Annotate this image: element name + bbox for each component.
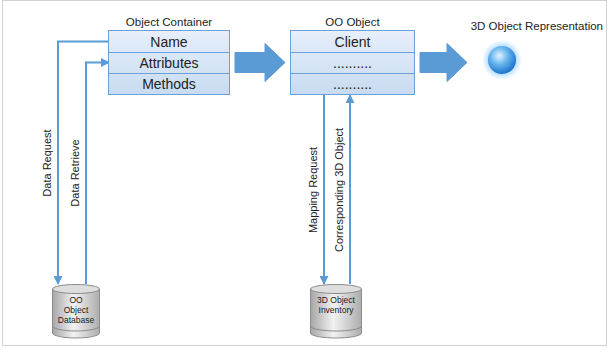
flow-arrow — [349, 95, 351, 284]
field-label: Client — [335, 34, 371, 50]
box-heading: OO Object — [325, 16, 379, 28]
sphere-body — [488, 46, 516, 74]
database-label: OO Object Database — [58, 295, 94, 325]
sphere-node: 3D Object Representation — [472, 30, 532, 92]
database-label: 3D Object Inventory — [314, 295, 358, 315]
flow-arrow — [86, 63, 109, 285]
block-arrow — [420, 44, 467, 82]
cylinder-band — [53, 326, 100, 331]
field-row: .......... — [291, 52, 414, 73]
database-cylinder: 3D Object Inventory — [310, 284, 362, 338]
field-row: .......... — [291, 73, 414, 94]
edge-label: Data Retrieve — [69, 138, 82, 209]
block-arrow — [235, 44, 285, 82]
flow-arrow — [58, 42, 109, 285]
box-heading: 3D Object Representation — [471, 20, 603, 32]
sphere-shape — [472, 30, 532, 92]
field-label: Methods — [142, 76, 196, 92]
field-row: Methods — [109, 73, 229, 94]
field-row: Name — [109, 31, 229, 52]
edge-label: Data Request — [41, 127, 54, 198]
field-row: Attributes — [109, 52, 229, 73]
field-label: .......... — [333, 55, 372, 71]
frame-border — [3, 1, 607, 346]
cylinder-body — [53, 289, 100, 338]
field-label: Name — [150, 34, 187, 50]
cylinder-top — [53, 285, 100, 294]
field-row: Client — [291, 31, 414, 52]
flow-arrow — [323, 95, 325, 284]
edge-label: Mapping Request — [307, 144, 320, 234]
class-container-box: NameAttributesMethodsObject Container — [108, 30, 230, 95]
cylinder-band — [311, 326, 362, 331]
object-box: Client....................OO Object — [290, 30, 415, 95]
field-label: .......... — [333, 76, 372, 92]
database-cylinder: OO Object Database — [52, 284, 100, 338]
field-label: Attributes — [139, 55, 198, 71]
box-heading: Object Container — [126, 16, 212, 28]
cylinder-top — [311, 285, 362, 294]
sphere-glow — [482, 40, 522, 80]
edge-label: Corresponding 3D Object — [333, 125, 346, 253]
cylinder-body — [311, 289, 362, 338]
